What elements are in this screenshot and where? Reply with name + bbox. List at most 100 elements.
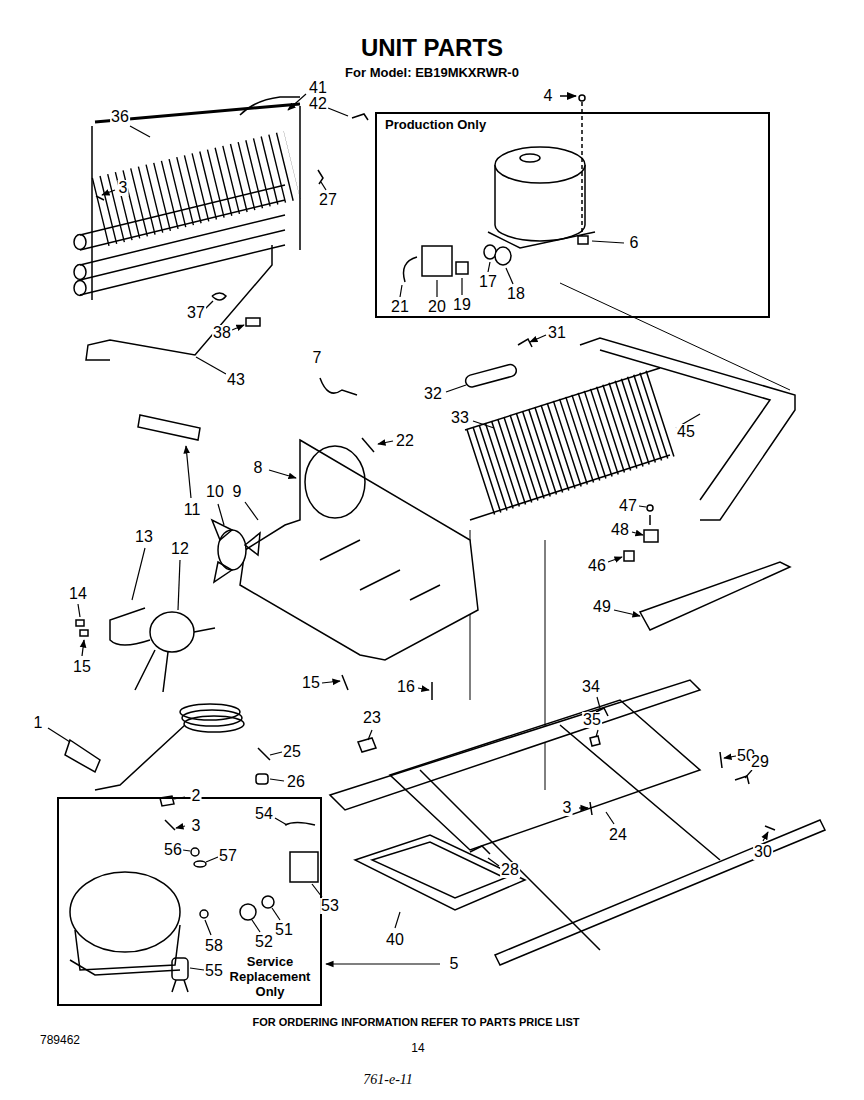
- compressor-service-part: [262, 896, 274, 908]
- leader-lines-part: [328, 108, 348, 116]
- callout-number: 42: [308, 96, 328, 112]
- leader-lines-part: [326, 963, 440, 964]
- compressor-service-part: [290, 852, 318, 882]
- condenser-coil-part: [649, 515, 651, 525]
- leader-lines-part: [579, 807, 588, 808]
- leader-lines-part: [218, 504, 224, 525]
- compressor-service-part: [70, 960, 180, 975]
- leader-lines-part: [232, 325, 244, 330]
- condenser-coil-part: [640, 562, 790, 630]
- power-cord: [65, 704, 270, 830]
- compressor-production-part: [560, 95, 576, 97]
- leader-lines-part: [400, 285, 402, 297]
- leader-lines-part: [614, 610, 640, 616]
- leader-lines-part: [506, 268, 513, 284]
- leader-lines-part: [205, 920, 211, 935]
- callout-number: 54: [254, 806, 274, 822]
- leader-lines-part: [322, 681, 340, 683]
- evaporator-coil: [74, 97, 368, 360]
- compressor-production-part: [581, 102, 583, 236]
- callout-number: 24: [608, 827, 628, 843]
- condenser-coil-part: [624, 551, 634, 561]
- evaporator-coil-part: [96, 196, 104, 200]
- fan-bracket-part: [358, 738, 376, 752]
- leader-lines-part: [183, 850, 190, 851]
- compressor-production-part: [422, 246, 452, 276]
- condenser-coil-part: [644, 530, 658, 542]
- callout-number: 3: [562, 800, 573, 816]
- box-heading: Production Only: [385, 118, 486, 133]
- evaporator-coil-part: [318, 170, 323, 184]
- power-cord-part: [165, 820, 175, 830]
- leader-lines-part: [102, 190, 115, 195]
- compressor-production-part: [484, 245, 496, 259]
- callout-number: 49: [592, 599, 612, 615]
- callout-number: 11: [183, 502, 202, 518]
- power-cord-part: [256, 774, 268, 784]
- condenser-coil-part: [518, 339, 532, 347]
- evaporator-coil-part: [240, 97, 300, 115]
- callout-number: 55: [204, 963, 224, 979]
- leader-lines-part: [245, 502, 258, 520]
- leader-lines-part: [608, 557, 622, 562]
- callout-number: 22: [395, 433, 415, 449]
- leader-lines-part: [597, 697, 600, 708]
- fan-bracket-part: [110, 608, 215, 692]
- callout-number: 15: [72, 659, 92, 675]
- fan-bracket-part: [80, 630, 88, 636]
- leader-lines-part: [132, 548, 145, 600]
- fan-bracket-part: [362, 438, 374, 452]
- callout-number: 45: [676, 424, 696, 440]
- base-frame-part: [495, 820, 825, 965]
- compressor-service-part: [75, 925, 180, 970]
- callout-number: 36: [110, 109, 130, 125]
- callout-number: 3: [118, 180, 129, 196]
- leader-lines: [48, 94, 768, 970]
- evaporator-coil-part: [80, 185, 285, 295]
- callout-number: 10: [205, 484, 225, 500]
- base-frame-part: [470, 846, 490, 854]
- leader-lines-part: [206, 857, 218, 862]
- callout-number: 2: [191, 788, 202, 804]
- power-cord-part: [65, 740, 100, 772]
- leader-lines-part: [461, 278, 462, 295]
- callout-number: 32: [423, 386, 443, 402]
- base-frame-part: [330, 680, 700, 810]
- base-frame-part: [720, 752, 722, 768]
- base-frame-part: [355, 835, 525, 910]
- callout-number: 46: [587, 558, 607, 574]
- compressor-service-part: [172, 980, 188, 992]
- callout-number: 6: [629, 235, 640, 251]
- leader-lines-part: [186, 446, 191, 498]
- callout-number: 19: [452, 297, 472, 313]
- evaporator-coil-part: [74, 235, 86, 250]
- callout-number: 33: [450, 410, 470, 426]
- leader-lines-part: [530, 335, 546, 342]
- compressor-service-part: [172, 958, 188, 980]
- evaporator-coil-part: [74, 265, 86, 280]
- leader-lines-part: [592, 241, 624, 243]
- callout-number: 8: [253, 460, 264, 476]
- callout-number: 26: [286, 774, 306, 790]
- callout-number: 40: [385, 932, 405, 948]
- evaporator-coil-part: [74, 281, 86, 296]
- leader-lines-part: [632, 532, 643, 535]
- fan-bracket-part: [320, 540, 440, 600]
- callout-number: 27: [318, 192, 338, 208]
- callout-number: 12: [170, 541, 190, 557]
- base-frame-part: [735, 776, 749, 784]
- condenser-coil-part: [580, 338, 795, 520]
- leader-lines-part: [196, 357, 226, 374]
- condenser-coil-part: [545, 540, 546, 790]
- callout-number: 58: [204, 938, 224, 954]
- base-frame-part: [372, 842, 505, 898]
- leader-lines-part: [418, 688, 429, 690]
- power-cord-part: [184, 716, 244, 732]
- model-number: For Model: EB19MKXRWR-0: [344, 66, 520, 79]
- condenser-coil-part: [464, 363, 517, 388]
- leader-lines-part: [724, 756, 736, 758]
- fan-bracket-part: [305, 446, 365, 518]
- callout-number: 4: [543, 88, 554, 104]
- callout-number: 51: [274, 922, 294, 938]
- callout-number: 35: [582, 712, 602, 728]
